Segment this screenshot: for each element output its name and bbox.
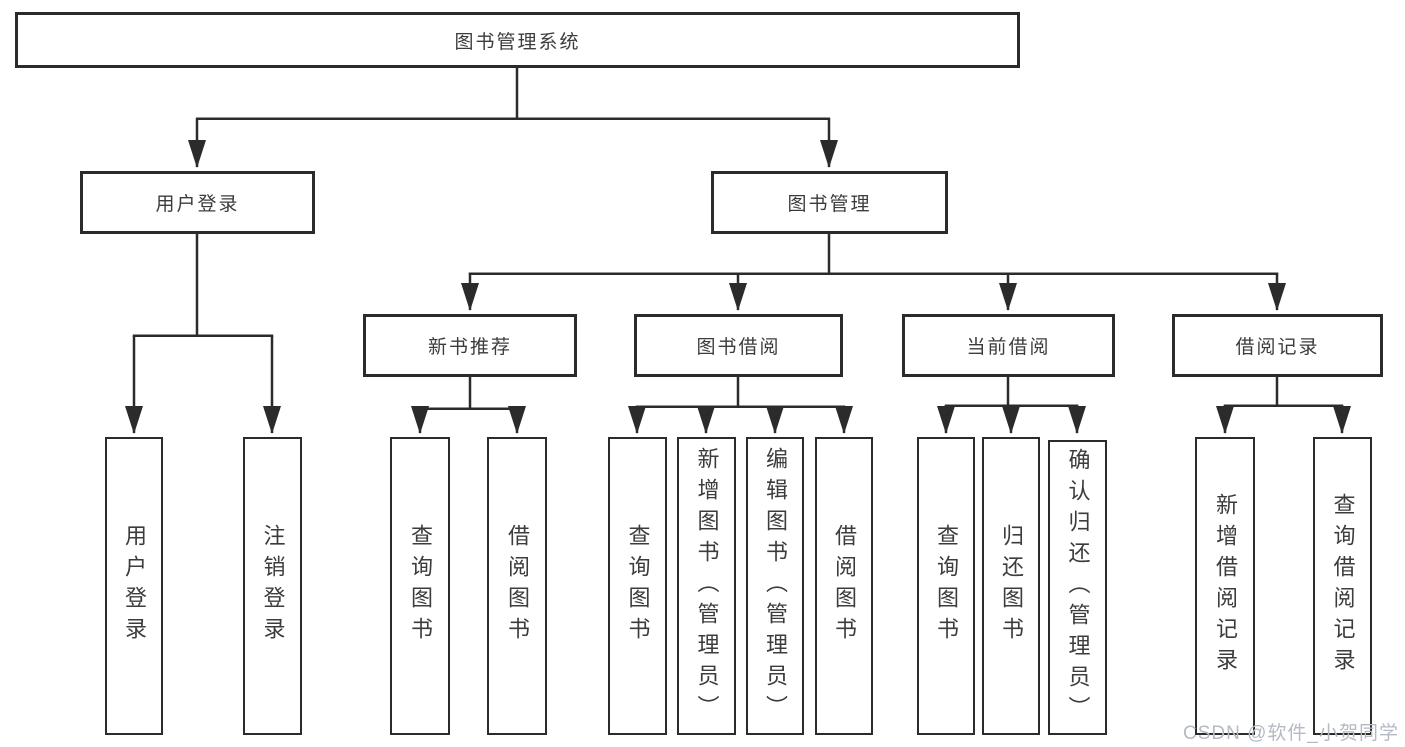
leaf-label: 确认归还（管理员） xyxy=(1065,448,1091,727)
leaf-user-login: 用户登录 xyxy=(105,437,163,735)
node-label: 借阅记录 xyxy=(1235,337,1320,358)
leaf-add-book-admin: 新增图书（管理员） xyxy=(677,437,736,735)
leaf-borrow-books-1: 借阅图书 xyxy=(487,437,547,735)
leaf-query-books-3: 查询图书 xyxy=(917,437,975,735)
leaf-logout: 注销登录 xyxy=(243,437,302,735)
node-label: 用户登录 xyxy=(155,194,240,215)
leaf-label: 用户登录 xyxy=(122,524,147,648)
leaf-confirm-return-admin: 确认归还（管理员） xyxy=(1048,440,1107,735)
leaf-query-books-1: 查询图书 xyxy=(390,437,450,735)
leaf-query-books-2: 查询图书 xyxy=(608,437,667,735)
node-label: 图书借阅 xyxy=(696,337,781,358)
csdn-watermark: CSDN @软件_小贺同学 xyxy=(1183,723,1399,744)
leaf-label: 归还图书 xyxy=(999,524,1024,648)
node-borrowing-records: 借阅记录 xyxy=(1172,314,1383,377)
leaf-label: 注销登录 xyxy=(260,524,286,648)
node-current-borrowing: 当前借阅 xyxy=(902,314,1115,377)
node-library-management-system: 图书管理系统 xyxy=(15,12,1020,68)
node-label: 新书推荐 xyxy=(427,337,512,358)
leaf-return-books: 归还图书 xyxy=(982,437,1040,735)
leaf-label: 编辑图书（管理员） xyxy=(763,446,788,726)
leaf-add-borrow-record: 新增借阅记录 xyxy=(1195,437,1255,735)
node-label: 当前借阅 xyxy=(966,337,1051,358)
node-book-borrowing: 图书借阅 xyxy=(634,314,843,377)
node-user-login: 用户登录 xyxy=(80,171,315,234)
leaf-label: 查询借阅记录 xyxy=(1330,493,1356,679)
node-book-management: 图书管理 xyxy=(711,171,948,234)
leaf-label: 新增借阅记录 xyxy=(1213,493,1238,679)
leaf-label: 查询图书 xyxy=(625,524,651,648)
node-label: 图书管理 xyxy=(787,194,872,215)
leaf-label: 查询图书 xyxy=(408,524,433,648)
leaf-label: 查询图书 xyxy=(934,524,959,648)
leaf-label: 借阅图书 xyxy=(832,524,857,648)
node-label: 图书管理系统 xyxy=(454,31,581,53)
leaf-edit-book-admin: 编辑图书（管理员） xyxy=(746,437,804,735)
node-new-book-recommend: 新书推荐 xyxy=(363,314,577,377)
leaf-label: 借阅图书 xyxy=(505,524,530,648)
leaf-borrow-books-2: 借阅图书 xyxy=(815,437,873,735)
leaf-label: 新增图书（管理员） xyxy=(694,446,720,726)
leaf-query-borrow-record: 查询借阅记录 xyxy=(1313,437,1372,735)
